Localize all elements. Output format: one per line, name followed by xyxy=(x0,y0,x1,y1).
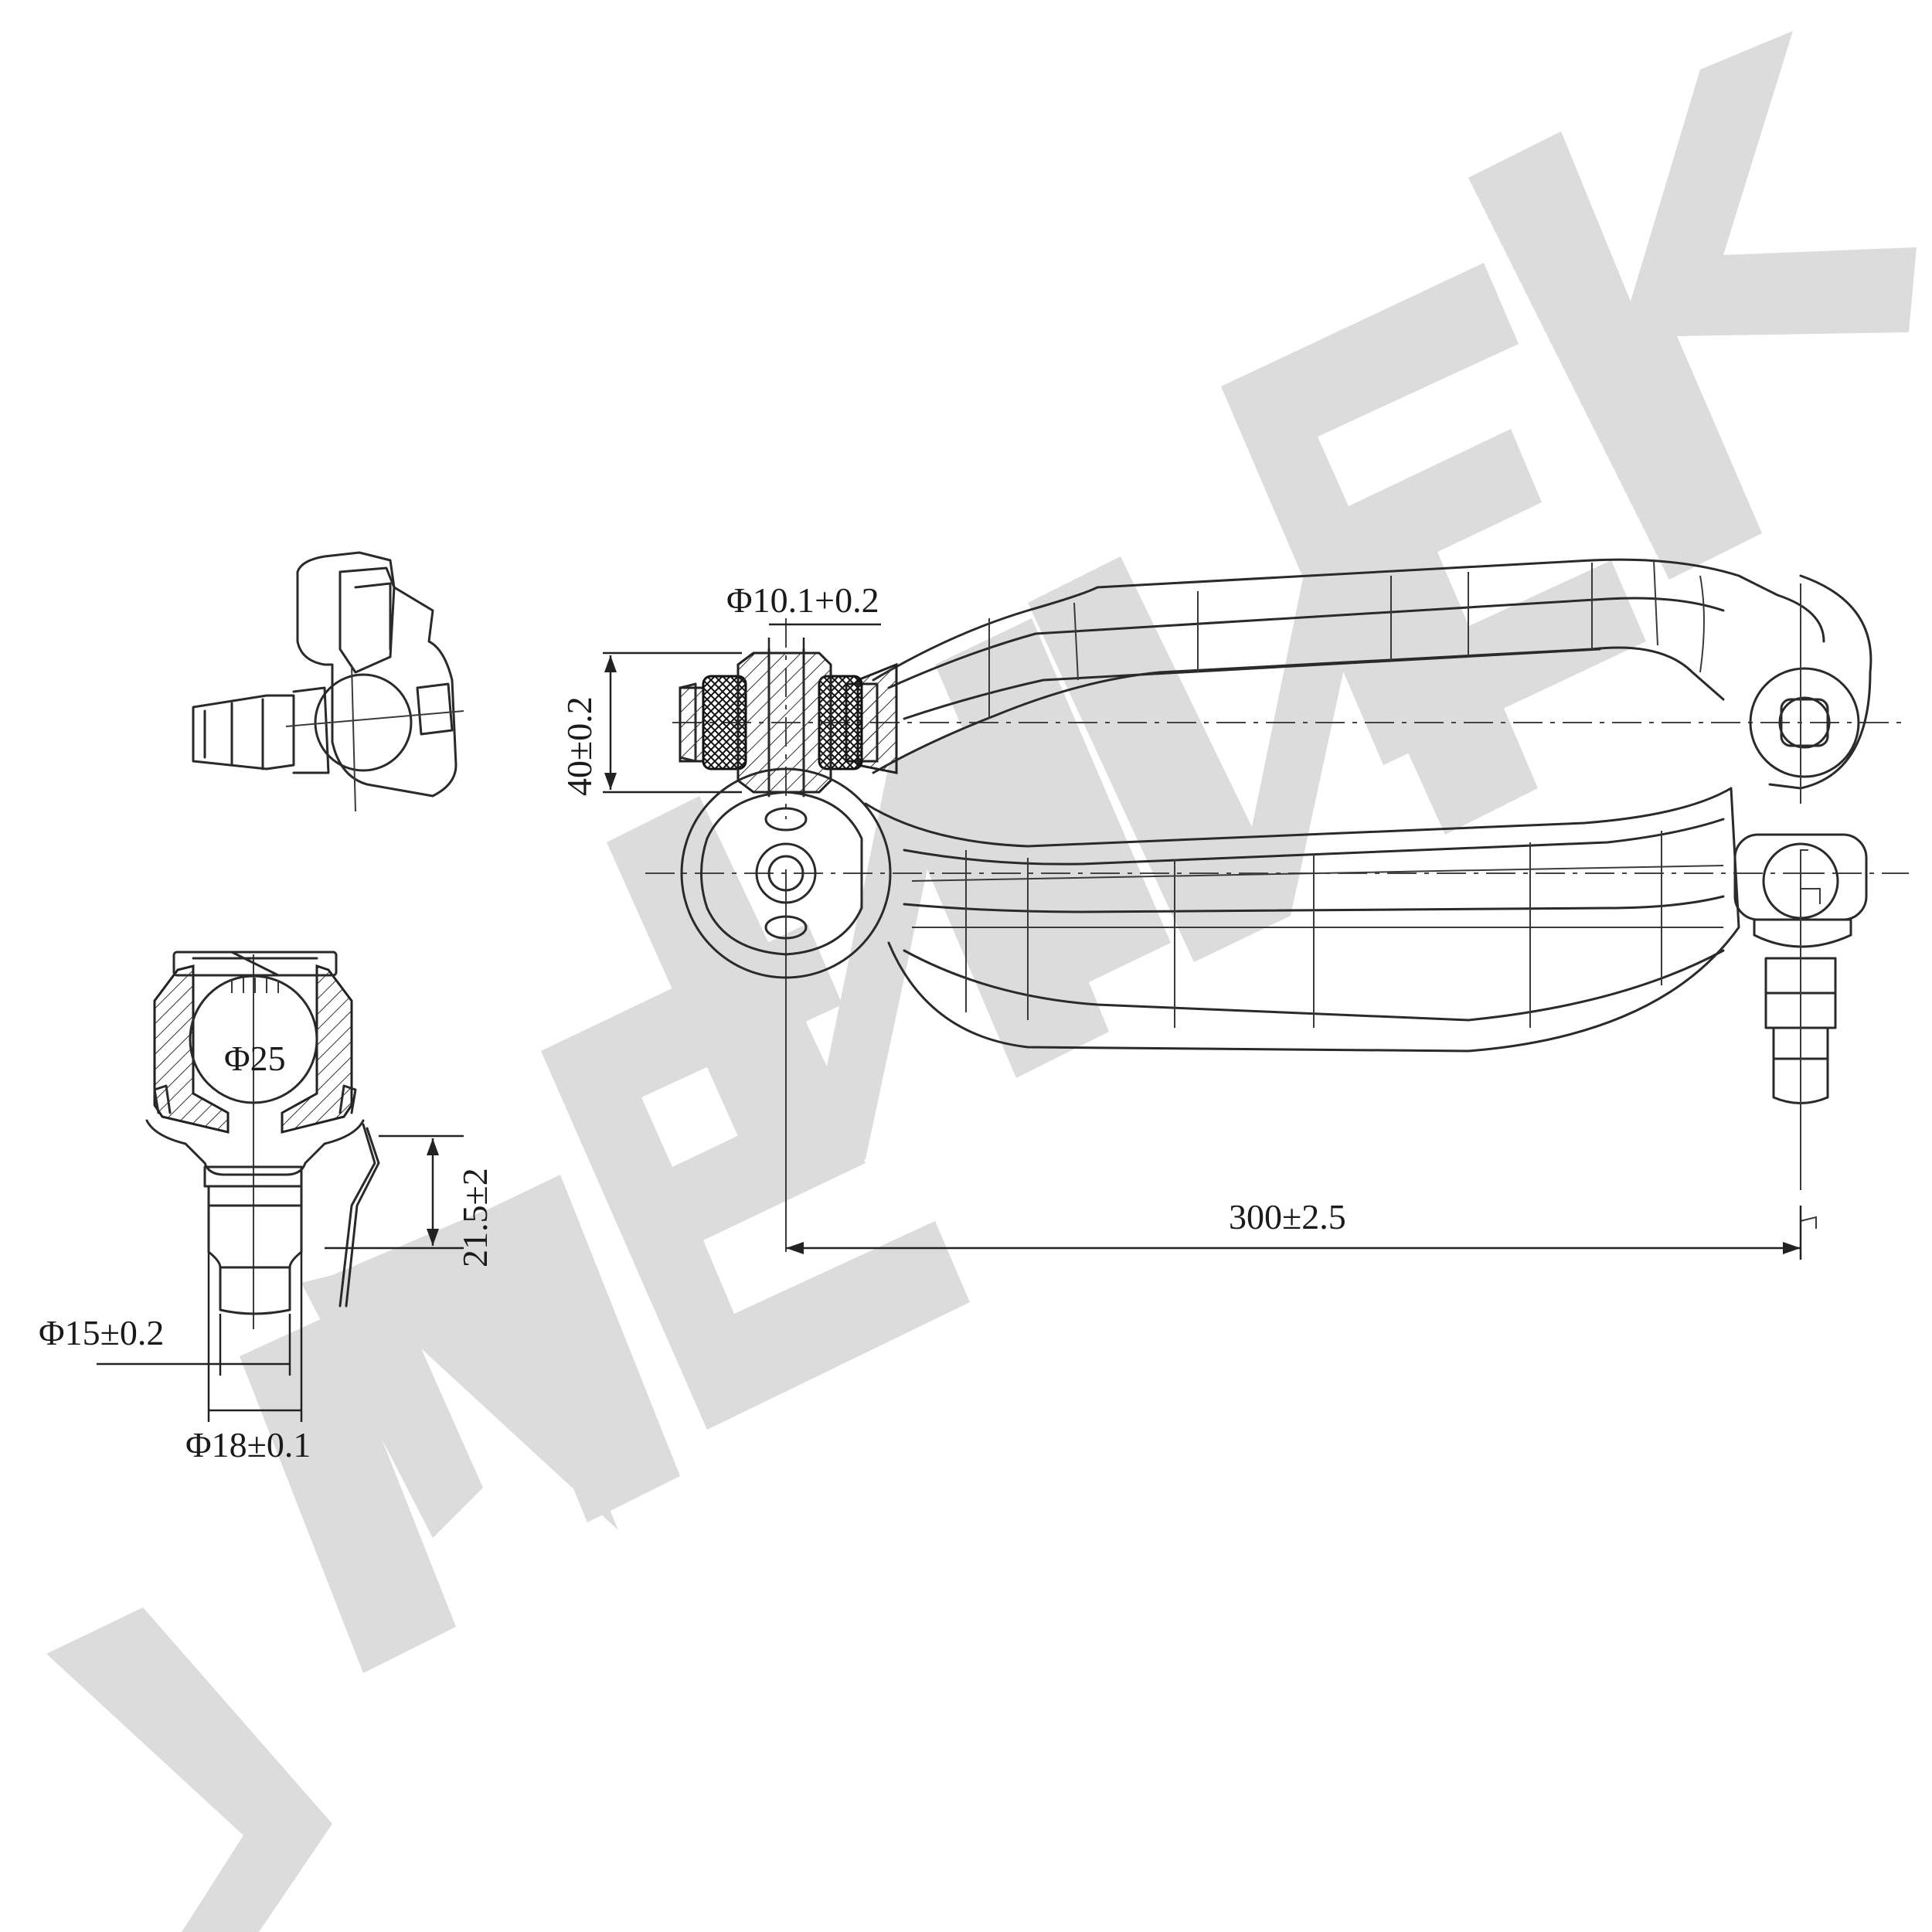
watermark-letter-k xyxy=(1468,31,1917,580)
dimension-bushing-width: 40±0.2 xyxy=(560,651,742,796)
arm-length-label: 300±2.5 xyxy=(1229,1197,1346,1236)
watermark-logo xyxy=(46,31,1917,1932)
dimension-stud-small: Φ15±0.2 xyxy=(39,1313,291,1376)
arm-top-view xyxy=(645,767,1909,1252)
stud-small-diameter-label: Φ15±0.2 xyxy=(39,1313,164,1352)
dimension-arm-length: 300±2.5 xyxy=(786,1197,1802,1260)
ball-joint-section: Φ25 xyxy=(145,951,380,1329)
bushing-bore-label: Φ10.1+0.2 xyxy=(726,580,879,620)
watermark-letter-i xyxy=(935,618,1171,989)
stud-height-label: 21.5±2 xyxy=(455,1168,495,1267)
watermark-chevron xyxy=(46,1607,332,1932)
dimension-stud-height: 21.5±2 xyxy=(325,1134,495,1267)
dimension-bushing-bore: Φ10.1+0.2 xyxy=(726,580,881,665)
arm-side-view xyxy=(672,558,1909,819)
bushing-width-label: 40±0.2 xyxy=(560,696,599,796)
watermark-letter-e xyxy=(541,923,970,1430)
ball-diameter-label: Φ25 xyxy=(224,1039,286,1078)
stud-large-diameter-label: Φ18±0.1 xyxy=(185,1425,311,1464)
watermark-letter-e2 xyxy=(1221,263,1646,765)
side-view-small xyxy=(192,551,464,812)
watermark-letter-z xyxy=(301,1209,618,1538)
dimension-stud-large: Φ18±0.1 xyxy=(185,1252,311,1464)
watermark-letter-n xyxy=(607,719,1109,1206)
